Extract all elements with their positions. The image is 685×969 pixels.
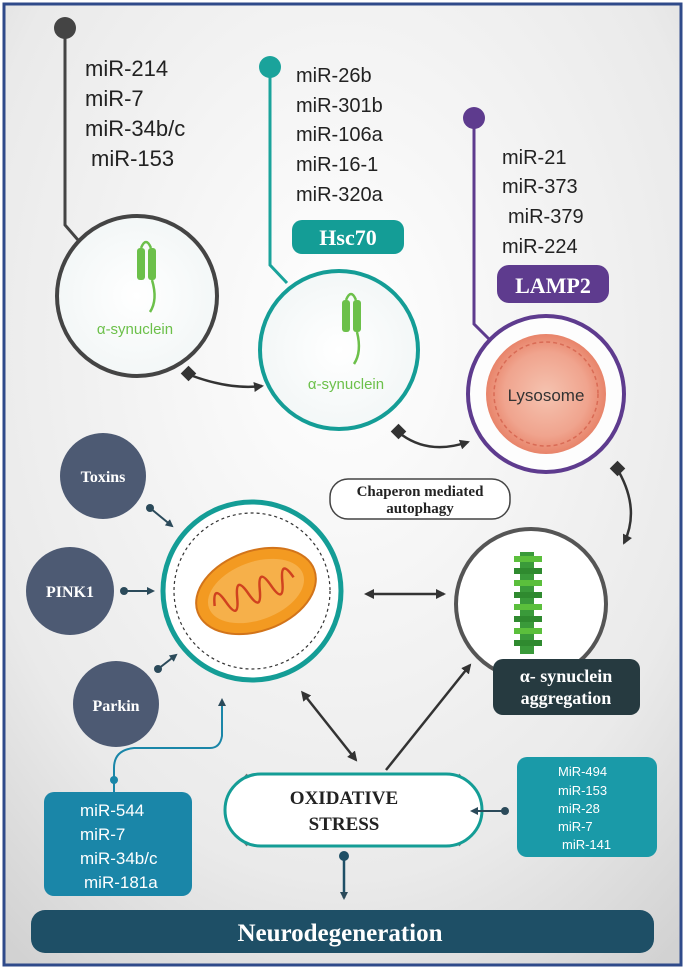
lamp2-label: LAMP2 [515,273,591,298]
mirna-1-1: miR-7 [85,86,144,111]
mirna-5-2: miR-28 [558,801,600,816]
mirna-5-3: miR-7 [558,819,593,834]
mirna-5-0: MiR-494 [558,764,607,779]
hsc70-label: Hsc70 [319,225,376,250]
mirna-4-3: miR-181a [84,873,158,892]
mirna-3-1: miR-373 [502,176,578,198]
synuclein-icon-2 [342,292,361,365]
mirna-5-1: miR-153 [558,783,607,798]
synuclein-label-1: α-synuclein [97,321,173,338]
parkin-label: Parkin [92,698,139,715]
cma-box [329,478,511,520]
mito-stress-arrow [301,690,358,762]
mirna-4-0: miR-544 [80,801,144,820]
aggregation-label-line2: aggregation [521,688,612,708]
mirbox4-dot [110,776,118,784]
mirna-2-1: miR-301b [296,95,383,117]
parkin-arrow [157,653,178,670]
mitochondria-dashed-ring [173,512,331,670]
pink1-label: PINK1 [46,584,94,601]
mirna-4-2: miR-34b/c [80,849,158,868]
mirna-3-0: miR-21 [502,147,566,169]
mirbox4-connector [113,698,226,792]
aggregation-label-line1: α- synuclein [520,666,613,686]
connector-1-2-diamond [180,365,197,382]
lysosome-label: Lysosome [508,386,585,405]
lysosome-membrane [493,341,599,447]
stress-aggregation-arrow [385,663,472,771]
cma-label-line1: Chaperon mediated [357,484,484,500]
synuclein-cell-2 [258,269,420,431]
mirna-4-1: miR-7 [80,825,125,844]
connector-1-2 [189,373,264,392]
neurodegeneration-label: Neurodegeneration [237,920,442,947]
mirna-1-0: miR-214 [85,56,168,81]
mirna-box-4 [44,792,192,896]
pathway-3: miR-21 miR-373 miR-379 miR-224 LAMP2 Lys… [463,107,626,474]
hsc70-badge [292,220,404,254]
connector-2-3 [401,433,470,450]
toxins-label: Toxins [81,469,126,486]
aggregation-badge [493,659,640,715]
mirna-1-2: miR-34b/c [85,116,185,141]
toxins-arrow [149,507,174,528]
parkin-node [73,661,159,747]
mirna-box-5 [517,757,657,857]
synuclein-icon-1 [137,240,156,313]
mirna-2-3: miR-16-1 [296,154,378,176]
oxidative-label-line2: STRESS [309,814,380,835]
lysosome-body [486,334,606,454]
mirna-2-0: miR-26b [296,65,372,87]
pathway-1: miR-214 miR-7 miR-34b/c miR-153 α-synucl… [54,17,219,378]
mirna-2-4: miR-320a [296,184,384,206]
pink1-node [26,547,114,635]
neurodegeneration-banner [31,910,654,953]
pin-line-2 [268,67,289,285]
synuclein-cell-1 [55,214,219,378]
mitochondrion-icon [195,546,317,636]
synuclein-label-2: α-synuclein [308,376,384,393]
pin-line-1 [63,28,80,241]
mirna-2-2: miR-106a [296,124,384,146]
toxins-node [60,433,146,519]
lamp2-badge [497,265,609,303]
pin-line-3 [472,118,492,342]
fibril-icon [514,552,542,654]
oxidative-stress-box [223,772,484,848]
mirna-5-4: miR-141 [562,837,611,852]
oxidative-label-line1: OXIDATIVE [290,788,398,809]
mirna-1-3: miR-153 [91,146,174,171]
mirna-3-3: miR-224 [502,236,578,258]
pathway-2: miR-26b miR-301b miR-106a miR-16-1 miR-3… [258,56,420,431]
connector-3-agg [617,471,633,545]
mirna-3-2: miR-379 [508,206,584,228]
cma-label-line2: autophagy [386,501,454,517]
